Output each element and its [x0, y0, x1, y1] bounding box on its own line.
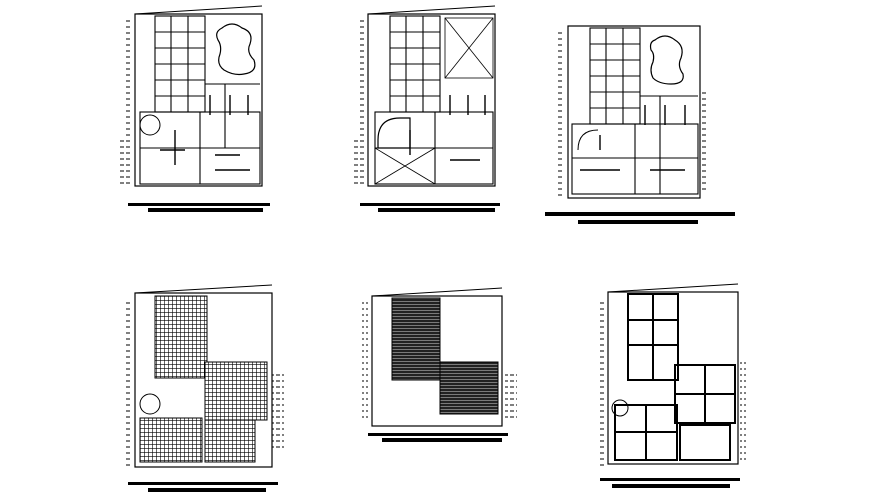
plan-4-scale-bar: [128, 482, 278, 492]
plan-3: [545, 25, 735, 224]
plan-4-dimension-ticks: [126, 298, 284, 468]
plan-5-scale-bar: [368, 433, 508, 442]
plan-1-pool: [216, 23, 256, 76]
plan-1-scale-bar: [128, 203, 270, 212]
plan-5-dimension-ticks: [362, 300, 517, 422]
plan-2-dimension-ticks: [352, 18, 364, 188]
plan-2-fixtures: [409, 95, 486, 161]
plan-6-scale-bar: [600, 478, 740, 488]
plan-3-dimension-ticks: [556, 30, 706, 200]
plan-1-curved-stair: [139, 114, 161, 136]
plan-3-fixtures: [580, 105, 686, 171]
plan-4-hatched-slab: [139, 295, 268, 463]
plan-1: [118, 5, 270, 212]
plan-1-fixtures: [160, 95, 250, 171]
plan-2-curved-entry: [377, 117, 411, 149]
plan-5: [362, 287, 517, 442]
plan-3-curved-stair: [577, 129, 599, 151]
plan-4: [126, 284, 284, 492]
plan-2: [352, 5, 500, 212]
plan-6-curved-stair: [611, 399, 629, 417]
plan-1-room-grid: [139, 15, 261, 185]
plan-6-beam-grid: [614, 293, 736, 461]
plan-5-hatched-slab: [391, 297, 499, 415]
plan-1-dimension-ticks: [118, 18, 132, 188]
plan-3-room-grid: [571, 27, 699, 195]
plan-6: [600, 283, 746, 488]
plan-2-scale-bar: [360, 203, 500, 212]
plan-4-curved-stair: [139, 393, 161, 415]
plan-3-scale-bar: [545, 212, 735, 224]
plan-6-dimension-ticks: [600, 300, 746, 470]
plan-3-pool: [649, 35, 684, 85]
plan-2-open-courtyard: [374, 17, 494, 185]
